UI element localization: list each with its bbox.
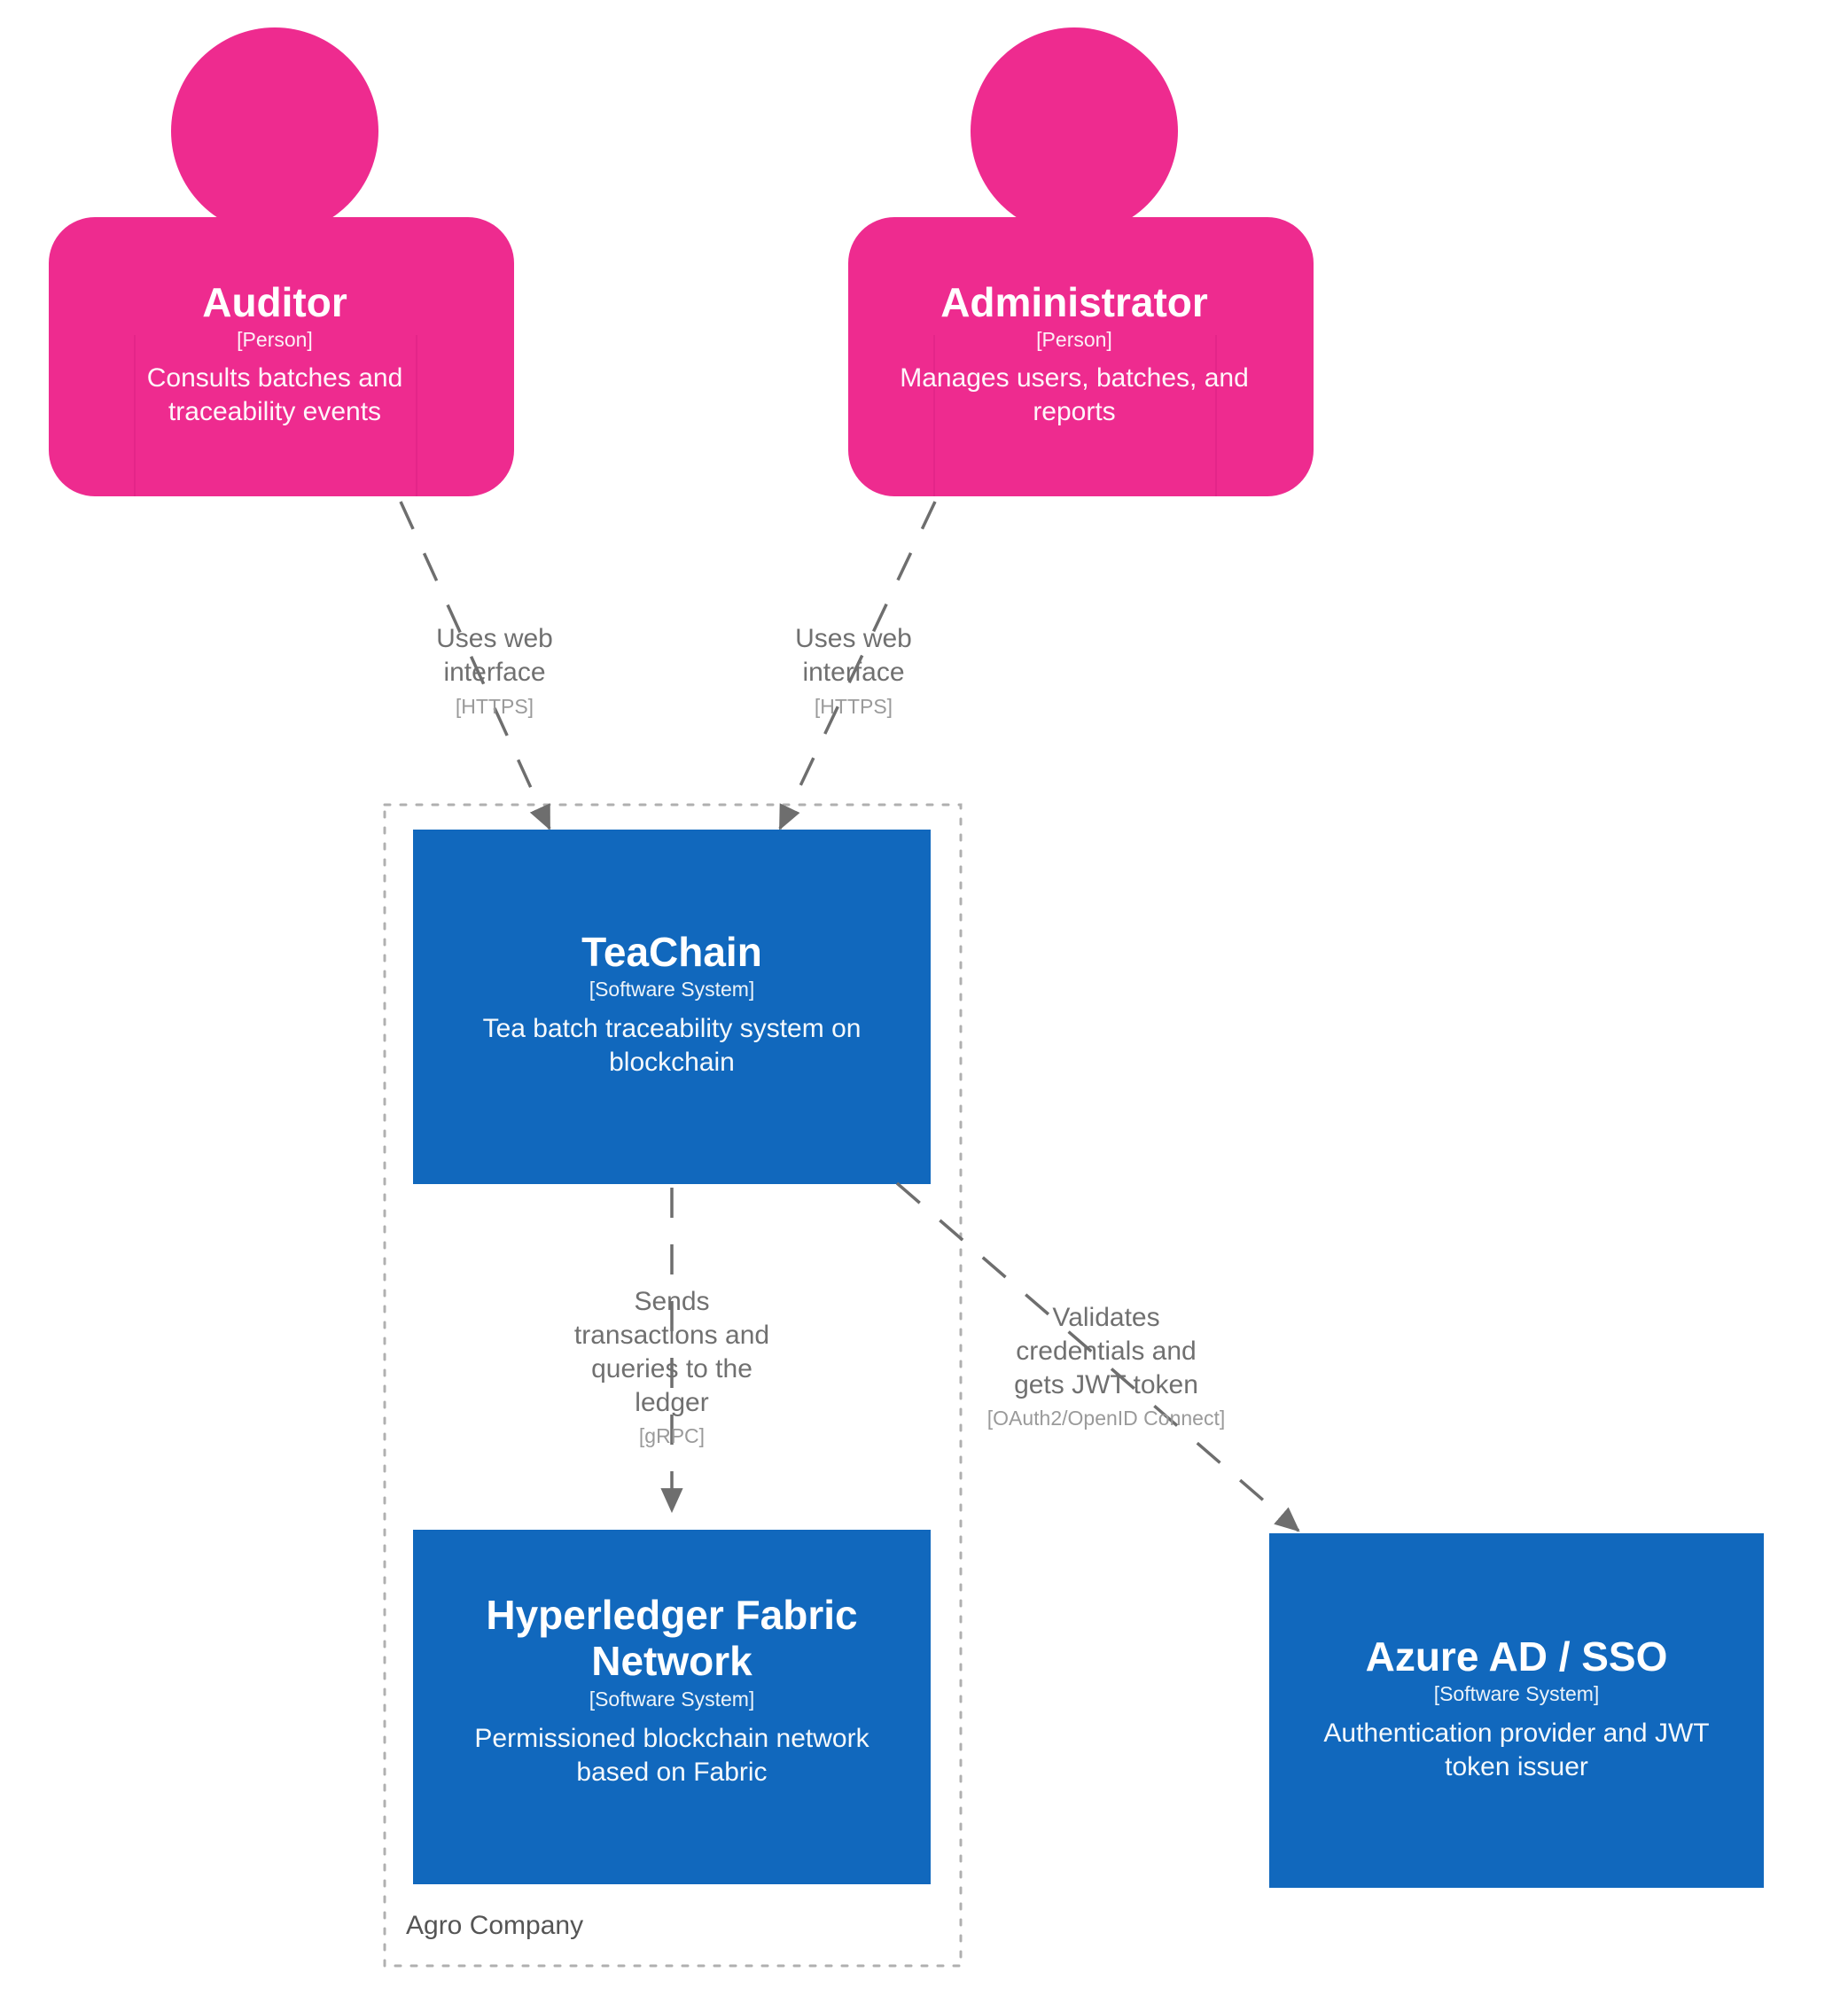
edge-fabric-label-line-2: transactions and: [574, 1321, 769, 1350]
edge-fabric-label-line-4: ledger: [635, 1388, 708, 1417]
edge-administrator-to-teachain-line: [778, 501, 937, 830]
edge-fabric-label-line-3: queries to the: [591, 1354, 752, 1384]
node-auditor[interactable]: Auditor [Person] Consults batches and tr…: [49, 27, 514, 496]
edge-teachain-to-azure: Validates credentials and gets JWT token…: [895, 1181, 1300, 1532]
edge-auditor-to-teachain: Uses web interface [HTTPS]: [399, 501, 553, 830]
azure-box: [1269, 1533, 1764, 1888]
fabric-name-line-2: Network: [591, 1638, 752, 1684]
edge-azure-label-line-3: gets JWT token: [1014, 1370, 1198, 1399]
teachain-type: [Software System]: [589, 978, 755, 1001]
edge-administrator-technology: [HTTPS]: [815, 695, 893, 718]
edge-administrator-label-line-2: interface: [802, 658, 904, 687]
edge-azure-label-line-1: Validates: [1052, 1303, 1159, 1332]
auditor-description-line-2: traceability events: [168, 397, 381, 426]
administrator-description-line-1: Manages users, batches, and: [900, 363, 1249, 393]
auditor-description-line-1: Consults batches and: [147, 363, 403, 393]
fabric-description-line-1: Permissioned blockchain network: [474, 1724, 869, 1753]
fabric-type: [Software System]: [589, 1688, 755, 1711]
edge-fabric-technology: [gRPC]: [639, 1424, 705, 1447]
azure-description-line-1: Authentication provider and JWT: [1323, 1719, 1709, 1748]
administrator-description-line-2: reports: [1033, 397, 1115, 426]
teachain-description-line-1: Tea batch traceability system on: [483, 1014, 862, 1043]
edge-auditor-label-line-2: interface: [443, 658, 545, 687]
administrator-head-icon: [971, 27, 1178, 235]
administrator-body-shape: [848, 217, 1314, 496]
azure-name: Azure AD / SSO: [1366, 1633, 1668, 1680]
edge-teachain-to-fabric: Sends transactions and queries to the le…: [574, 1188, 769, 1514]
node-administrator[interactable]: Administrator [Person] Manages users, ba…: [848, 27, 1314, 496]
teachain-name: TeaChain: [581, 929, 762, 975]
azure-type: [Software System]: [1434, 1682, 1600, 1705]
auditor-body-shape: [49, 217, 514, 496]
boundary-label: Agro Company: [406, 1911, 583, 1940]
administrator-type: [Person]: [1036, 328, 1112, 351]
administrator-name: Administrator: [940, 279, 1208, 325]
edge-auditor-label-line-1: Uses web: [436, 624, 553, 653]
fabric-description-line-2: based on Fabric: [576, 1758, 767, 1787]
edge-administrator-to-teachain: Uses web interface [HTTPS]: [778, 501, 937, 830]
teachain-description-line-2: blockchain: [609, 1048, 735, 1077]
boundary-outline: [383, 803, 963, 1968]
azure-description-line-2: token issuer: [1445, 1752, 1588, 1781]
edge-administrator-label-line-1: Uses web: [795, 624, 912, 653]
boundary-agro-company: Agro Company: [383, 803, 963, 1968]
edge-azure-technology: [OAuth2/OpenID Connect]: [987, 1407, 1226, 1430]
auditor-head-icon: [171, 27, 378, 235]
teachain-box: [413, 830, 931, 1184]
fabric-name-line-1: Hyperledger Fabric: [486, 1592, 857, 1638]
node-fabric[interactable]: Hyperledger Fabric Network [Software Sys…: [413, 1530, 931, 1884]
edge-fabric-label-line-1: Sends: [634, 1287, 709, 1316]
fabric-box: [413, 1530, 931, 1884]
node-azure-ad-sso[interactable]: Azure AD / SSO [Software System] Authent…: [1269, 1533, 1764, 1888]
edge-auditor-to-teachain-line: [399, 501, 551, 830]
auditor-name: Auditor: [202, 279, 347, 325]
node-teachain[interactable]: TeaChain [Software System] Tea batch tra…: [413, 830, 931, 1184]
edge-auditor-technology: [HTTPS]: [456, 695, 534, 718]
auditor-type: [Person]: [237, 328, 313, 351]
edge-azure-label-line-2: credentials and: [1016, 1337, 1196, 1366]
